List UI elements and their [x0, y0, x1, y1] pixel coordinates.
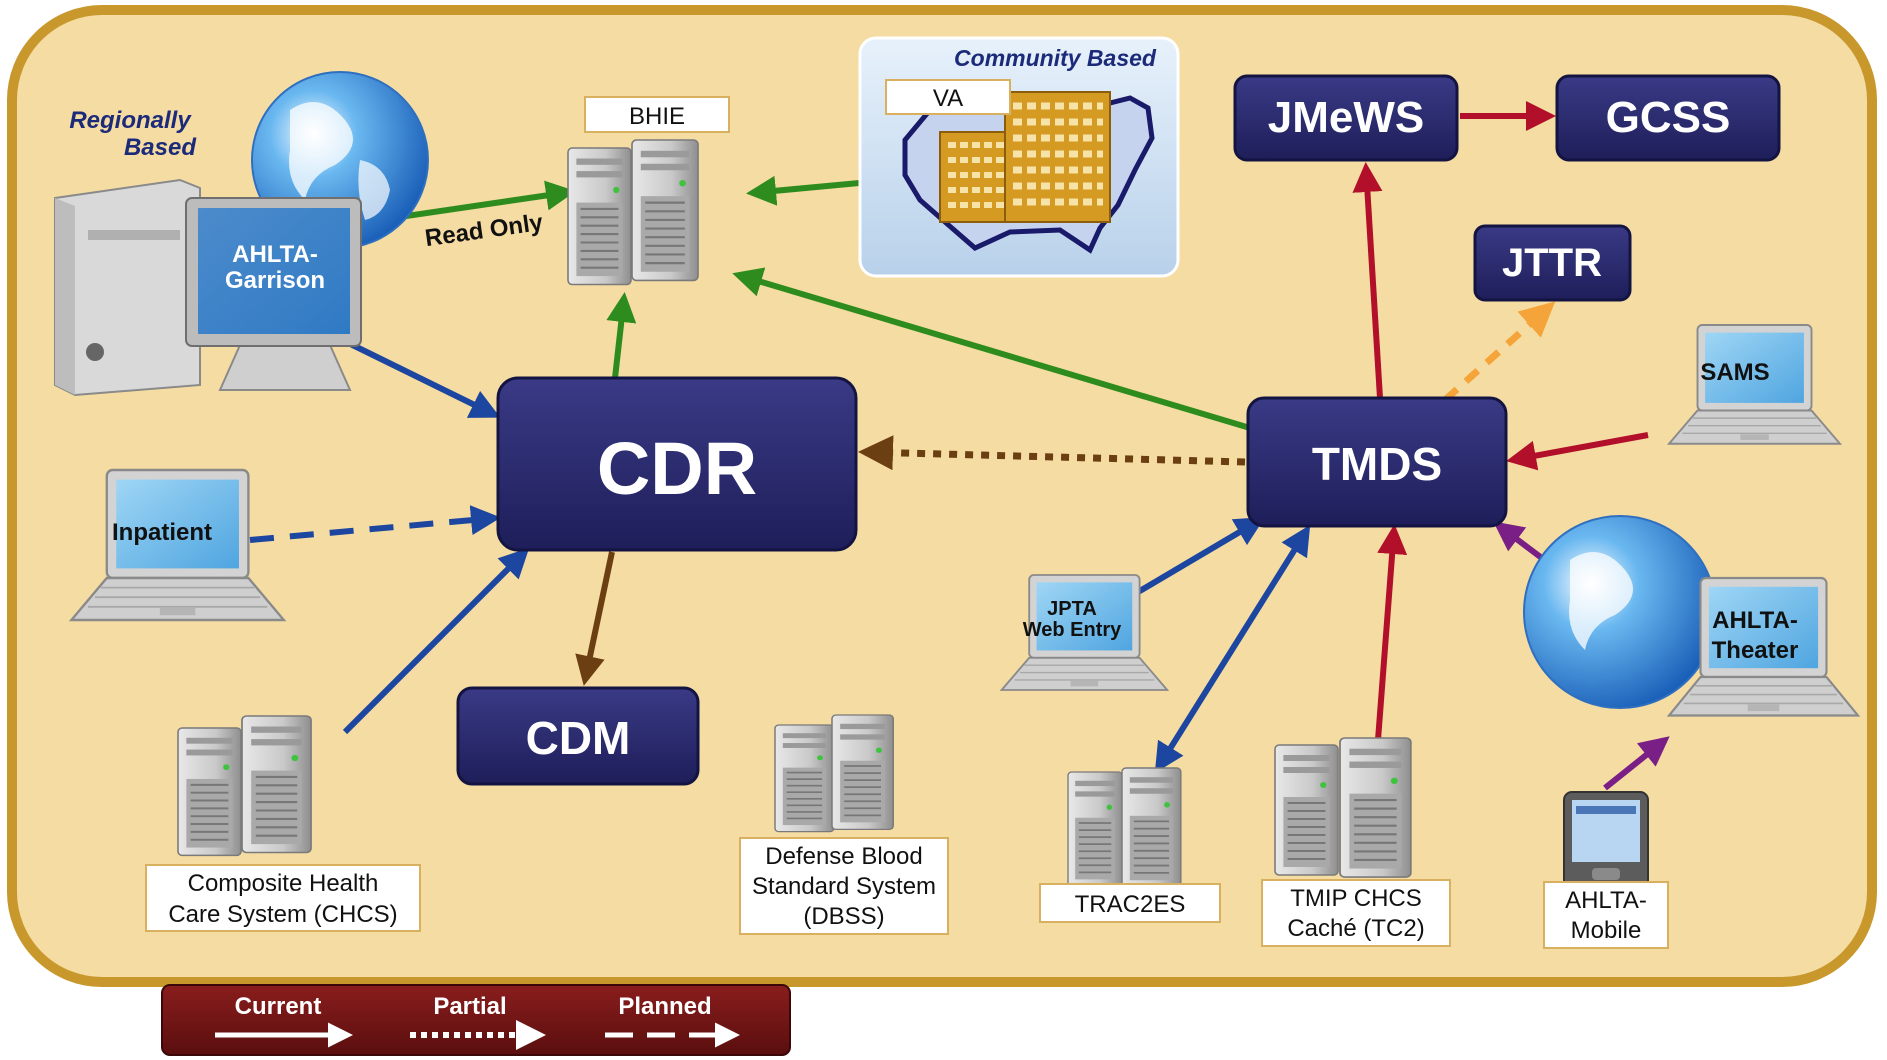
server-icon	[1067, 771, 1123, 888]
cdm-label: CDM	[526, 712, 631, 764]
trac2es-label: TRAC2ES	[1075, 891, 1186, 918]
globe-icon	[1523, 515, 1717, 709]
jpta-label-line2: Web Entry	[1023, 619, 1122, 641]
legend-current-label: Current	[235, 993, 322, 1020]
legend: Current Partial Planned	[161, 984, 791, 1056]
chcs-label-line1: Composite Health	[188, 870, 379, 897]
pda-device-icon	[1563, 791, 1649, 889]
jpta-label-line1: JPTA	[1047, 598, 1097, 620]
server-icon	[1338, 736, 1412, 879]
desktop-computer-icon	[54, 178, 362, 397]
sams-label: SAMS	[1700, 359, 1769, 386]
dbss-label-line3: (DBSS)	[803, 903, 884, 930]
jmews-label: JMeWS	[1268, 93, 1424, 142]
arrow-cdr-to-bhie	[606, 292, 637, 379]
va-label: VA	[933, 85, 963, 112]
arrow-inpatient-to-cdr	[249, 505, 501, 543]
ahlta-garrison-label-line1: AHLTA-	[232, 241, 318, 268]
server-icon	[566, 146, 633, 286]
legend-planned-label: Planned	[618, 993, 711, 1020]
community-based-group: Community Based VA	[858, 36, 1180, 278]
dbss-label-line2: Standard System	[752, 873, 936, 900]
mobile-label-line2: Mobile	[1571, 917, 1642, 944]
ahlta-mobile-group: AHLTA- Mobile	[1543, 791, 1669, 949]
chcs-server-group: Composite Health Care System (CHCS)	[145, 714, 421, 932]
arrow-tmds-to-jmews	[1352, 162, 1383, 399]
jttr-label: JTTR	[1502, 241, 1602, 285]
ahlta-garrison-label-line2: Garrison	[225, 267, 325, 294]
server-icon	[630, 138, 700, 282]
node-jttr: JTTR	[1473, 224, 1632, 302]
tc2-label-line2: Caché (TC2)	[1287, 915, 1424, 942]
server-icon	[240, 714, 313, 854]
tmds-label: TMDS	[1312, 438, 1442, 490]
server-icon	[1273, 743, 1340, 877]
jpta-laptop-group: JPTA Web Entry	[1000, 574, 1169, 691]
regionally-based-heading-line1: Regionally	[69, 107, 192, 134]
ahlta-theater-label-line2: Theater	[1712, 637, 1799, 664]
regionally-based-heading-line2: Based	[124, 134, 197, 161]
dbss-label-line1: Defense Blood	[765, 843, 922, 870]
bhie-server-group: BHIE	[566, 96, 730, 286]
arrow-tc2-to-tmds	[1375, 524, 1408, 741]
legend-partial-label: Partial	[433, 993, 506, 1020]
tc2-label-line1: TMIP CHCS	[1290, 885, 1422, 912]
node-cdm: CDM	[456, 686, 700, 786]
mobile-label-line1: AHLTA-	[1565, 887, 1647, 914]
server-icon	[176, 726, 243, 857]
sams-laptop-group: SAMS	[1668, 324, 1841, 445]
cdr-label: CDR	[597, 427, 757, 510]
inpatient-label: Inpatient	[112, 519, 212, 546]
arrow-tmds-to-jttr	[1442, 301, 1556, 403]
arrow-chcs-to-cdr	[342, 547, 530, 735]
node-cdr: CDR	[496, 376, 858, 552]
node-tmds: TMDS	[1246, 396, 1508, 528]
arrow-tmds-to-bhie	[732, 267, 1251, 431]
regionally-based-group: Regionally Based AHLTA- Garrison	[54, 71, 429, 397]
chcs-label-line2: Care System (CHCS)	[168, 901, 397, 928]
trac2es-server-group: TRAC2ES	[1039, 767, 1221, 923]
community-based-heading: Community Based	[954, 45, 1157, 71]
server-icon	[774, 724, 835, 833]
hospital-building-icon	[939, 91, 1111, 223]
dbss-server-group: Defense Blood Standard System (DBSS)	[739, 713, 949, 935]
arrow-tmds-trac2es	[1154, 524, 1311, 774]
gcss-label: GCSS	[1606, 93, 1731, 142]
inpatient-laptop-group: Inpatient	[70, 468, 286, 622]
node-gcss: GCSS	[1555, 74, 1781, 162]
ahlta-theater-group: AHLTA- Theater	[1523, 515, 1860, 717]
tc2-server-group: TMIP CHCS Caché (TC2)	[1261, 736, 1451, 947]
arrow-sams-to-tmds	[1506, 432, 1649, 471]
server-icon	[1121, 767, 1182, 889]
node-jmews: JMeWS	[1233, 74, 1459, 162]
arrow-mobile-to-theater	[1603, 736, 1670, 791]
ahlta-theater-label-line1: AHLTA-	[1712, 607, 1798, 634]
bhie-label: BHIE	[629, 103, 685, 130]
server-icon	[830, 713, 895, 831]
arrow-cdr-to-cdm	[575, 551, 615, 686]
